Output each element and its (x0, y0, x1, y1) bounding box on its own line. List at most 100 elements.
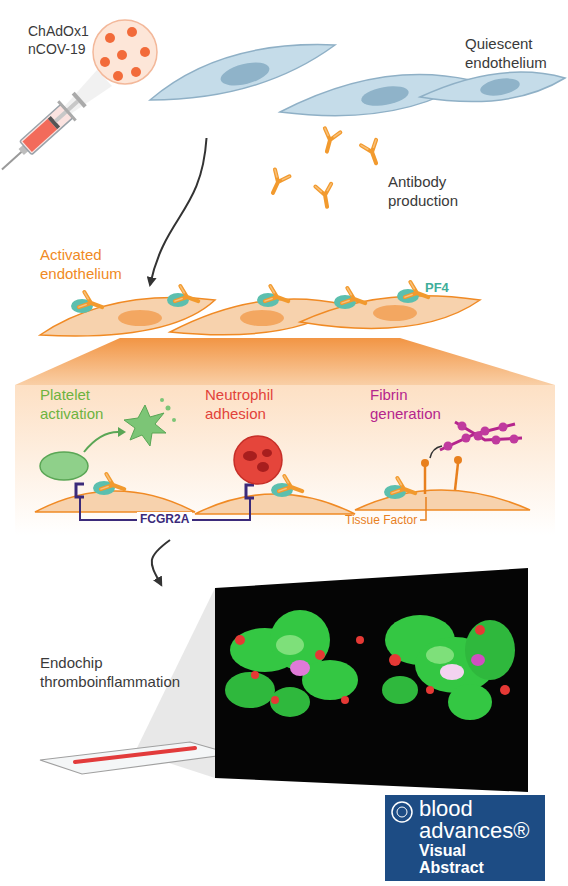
antibodies-part (266, 170, 290, 197)
endochip-art-part (40, 742, 232, 774)
activated-cells-part (118, 310, 162, 326)
journal-logo-art-part (397, 807, 407, 817)
neutrophil-panel-art-part (246, 485, 254, 498)
neutrophil-panel-art-part (195, 494, 355, 514)
endochip-art-part (290, 660, 310, 676)
annotation-label: FCGR2A (137, 512, 192, 527)
endochip-art-part (235, 635, 245, 645)
annotation-label: PF4 (425, 280, 449, 296)
quiescent-endothelium-group: Quiescent endothelium (148, 28, 566, 138)
platelet-panel-art-part (124, 405, 166, 446)
neutrophil-panel-art-part (243, 451, 257, 461)
platelet-panel-art-part (166, 406, 171, 411)
antibodies-part (319, 128, 340, 153)
fibrin-panel-art-part (510, 435, 519, 444)
endochip-art-part (426, 646, 454, 664)
vaccine-syringe-part (0, 89, 89, 179)
activated-cells-part (71, 292, 105, 315)
activation-fan-part (15, 338, 555, 385)
endochip-art-part (302, 660, 358, 700)
vaccine-syringe-part (127, 27, 137, 37)
node-title: Platelet activation (40, 385, 140, 423)
vaccine-syringe-part (140, 47, 150, 57)
quiescent-cells-part (150, 45, 335, 100)
activation-fan-part (15, 385, 555, 535)
curved-arrow (150, 138, 207, 285)
bracket-lines-part (420, 497, 426, 520)
journal-logo-art-part (385, 795, 545, 881)
endochip-art-part (448, 684, 492, 720)
endochip-art-part (475, 625, 485, 635)
fibrin-panel-art-part (455, 463, 458, 490)
vaccine-syringe-part-part (23, 119, 58, 152)
fibrin-panel-art-part (458, 422, 467, 431)
endochip-art-part (315, 650, 325, 660)
endochip-art-part (426, 686, 434, 694)
endochip-art-part (465, 620, 515, 680)
activation-fan (15, 338, 555, 535)
neutrophil-panel-art (195, 436, 355, 514)
endochip-art-part (75, 748, 195, 762)
endochip-art-part (251, 671, 259, 679)
activated-cells-part (334, 288, 368, 311)
annotation-label: Antibody production (388, 172, 473, 210)
endochip-group: Endochip thromboinflammation (30, 585, 535, 785)
antibodies-part (315, 184, 335, 208)
mechanism-panel: Neutrophil adhesion (200, 385, 360, 515)
node-title: Quiescent endothelium (465, 34, 560, 72)
journal-logo: blood advances®Visual Abstract (385, 795, 545, 881)
endochip-art-part (215, 568, 528, 792)
vaccine-syringe-part-part (2, 151, 23, 170)
vaccine-syringe-part (93, 20, 157, 84)
fibrin-panel-art-part (355, 490, 530, 510)
platelet-panel-art-part (84, 432, 118, 452)
vaccine-syringe-part-part (72, 92, 87, 108)
platelet-panel-art-part (35, 491, 195, 512)
quiescent-cells-part (218, 58, 271, 90)
vaccine-syringe-part-part (54, 100, 79, 123)
fibrin-panel-art (355, 422, 530, 511)
fibrin-panel-art-part (430, 446, 442, 458)
endochip-art-part (270, 687, 310, 717)
mechanism-panel: Fibrin generation (365, 385, 525, 515)
activated-cells-part (240, 310, 284, 326)
activated-endothelium-group: Activated endotheliumPlatelet activation… (30, 285, 530, 540)
journal-logo-art-part (392, 802, 412, 822)
fibrin-panel-art-part (454, 456, 462, 464)
quiescent-cells-part (420, 72, 565, 101)
activated-cells (40, 282, 480, 336)
endochip-art-part (356, 636, 364, 644)
antibodies-part (361, 140, 384, 166)
vaccine-syringe-part (105, 33, 115, 43)
endochip-art-part (500, 685, 510, 695)
node-title: Fibrin generation (370, 385, 460, 423)
fibrin-panel-art-part (424, 466, 427, 494)
vaccine-syringe-part (117, 50, 127, 60)
platelet-panel-art-part (118, 427, 126, 437)
endochip-art-part (440, 664, 464, 680)
fibrin-panel-art-part (384, 478, 418, 501)
endochip-art-part (225, 672, 275, 708)
fibrin-panel-art-part (421, 459, 429, 467)
fibrin-panel-art-part (499, 423, 508, 432)
node-subtitle: Visual Abstract (419, 842, 509, 876)
neutrophil-panel-art-part (271, 476, 305, 499)
quiescent-cells-part (360, 83, 410, 109)
endochip-art-part (271, 696, 279, 704)
journal-logo-art (385, 795, 545, 881)
vaccine-syringe-part (113, 71, 123, 81)
vaccine-syringe-part (131, 67, 141, 77)
neutrophil-panel-art-part (257, 462, 269, 472)
node-title: Endochip thromboinflammation (40, 653, 200, 691)
fibrin-panel-art-part (492, 436, 501, 445)
activated-cells-part (167, 286, 201, 309)
platelet-panel-art-part (172, 418, 176, 422)
platelet-panel-art-part (93, 474, 127, 497)
vaccine-syringe (0, 20, 157, 179)
node-title: Neutrophil adhesion (205, 385, 305, 423)
node-title: Activated endothelium (40, 245, 140, 283)
platelet-panel-art-part (76, 484, 84, 497)
